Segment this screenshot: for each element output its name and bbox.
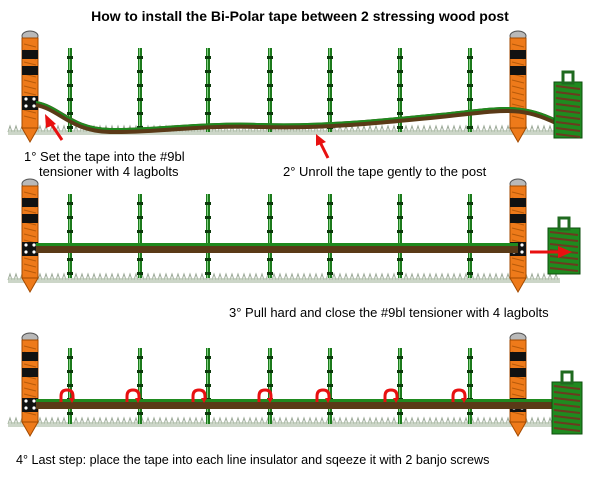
lagbolts-left-p3 [22, 398, 38, 412]
line-stake-p2-3 [205, 194, 211, 278]
wood-post-right-p1 [509, 30, 527, 144]
banjo-insulator-head-6 [393, 398, 399, 403]
banjo-insulator-3 [191, 388, 207, 402]
line-stake-p1-6 [397, 48, 403, 132]
banjo-insulator-head-5 [325, 398, 331, 403]
tensioner-roll-p2 [547, 216, 581, 275]
banjo-insulator-4 [257, 388, 273, 402]
line-stake-p3-5 [327, 348, 333, 424]
line-stake-p2-5 [327, 194, 333, 278]
line-stake-p1-4 [267, 48, 273, 132]
step-1-caption-line-2: tensioner with 4 lagbolts [39, 164, 179, 179]
tape-tight-p2 [36, 246, 518, 253]
line-stake-p1-5 [327, 48, 333, 132]
line-stake-p1-1 [67, 48, 73, 132]
step-3-caption: 3° Pull hard and close the #9bl tensione… [229, 305, 549, 320]
step-2-caption: 2° Unroll the tape gently to the post [283, 164, 487, 179]
lagbolts-left-p2 [22, 242, 38, 256]
arrow-unroll-p1 [316, 134, 330, 159]
arrow-pull-p2 [530, 246, 572, 258]
tape-final-p3 [36, 402, 554, 409]
line-stake-p2-4 [267, 194, 273, 278]
step-1-caption-line-1: 1° Set the tape into the #9bl [24, 149, 185, 164]
grass-panel-3 [7, 416, 560, 427]
tape-green-edge-p1 [35, 101, 557, 131]
banjo-insulator-5 [315, 388, 331, 402]
line-stake-p3-3 [205, 348, 211, 424]
banjo-insulator-7 [451, 388, 467, 402]
line-stake-p3-6 [397, 348, 403, 424]
tensioner-closed-p3 [551, 370, 583, 435]
tape-roll-p1 [553, 70, 583, 139]
banjo-insulator-head-3 [201, 398, 207, 403]
line-stake-p3-1 [67, 348, 73, 424]
wood-post-left-p1 [21, 30, 39, 144]
banjo-insulator-head-4 [267, 398, 273, 403]
wood-post-left-p3 [21, 332, 39, 438]
lagbolts-p1 [22, 96, 38, 110]
page-title: How to install the Bi-Polar tape between… [91, 8, 509, 24]
step-4-caption: 4° Last step: place the tape into each l… [16, 453, 490, 467]
line-stake-p2-7 [467, 194, 473, 278]
banjo-insulator-2 [125, 388, 141, 402]
line-stake-p2-6 [397, 194, 403, 278]
tape-green-edge-p2 [36, 243, 518, 246]
banjo-insulator-head-1 [69, 398, 75, 403]
wood-post-right-p2 [509, 178, 527, 294]
line-stake-p3-2 [137, 348, 143, 424]
line-stake-p2-1 [67, 194, 73, 278]
banjo-insulator-head-7 [461, 398, 467, 403]
tape-unrolled-p1 [35, 101, 558, 135]
tape-green-edge-p3 [36, 399, 554, 402]
line-stake-p1-2 [137, 48, 143, 132]
banjo-insulator-6 [383, 388, 399, 402]
grass-panel-2 [7, 272, 560, 283]
line-stake-p2-2 [137, 194, 143, 278]
wood-post-left-p2 [21, 178, 39, 294]
banjo-insulator-1 [59, 388, 75, 402]
banjo-insulator-head-2 [135, 398, 141, 403]
line-stake-p1-3 [205, 48, 211, 132]
line-stake-p3-4 [267, 348, 273, 424]
wood-post-right-p3 [509, 332, 527, 438]
line-stake-p1-7 [467, 48, 473, 132]
arrow-to-tensioner-p1 [45, 114, 64, 141]
line-stake-p3-7 [467, 348, 473, 424]
